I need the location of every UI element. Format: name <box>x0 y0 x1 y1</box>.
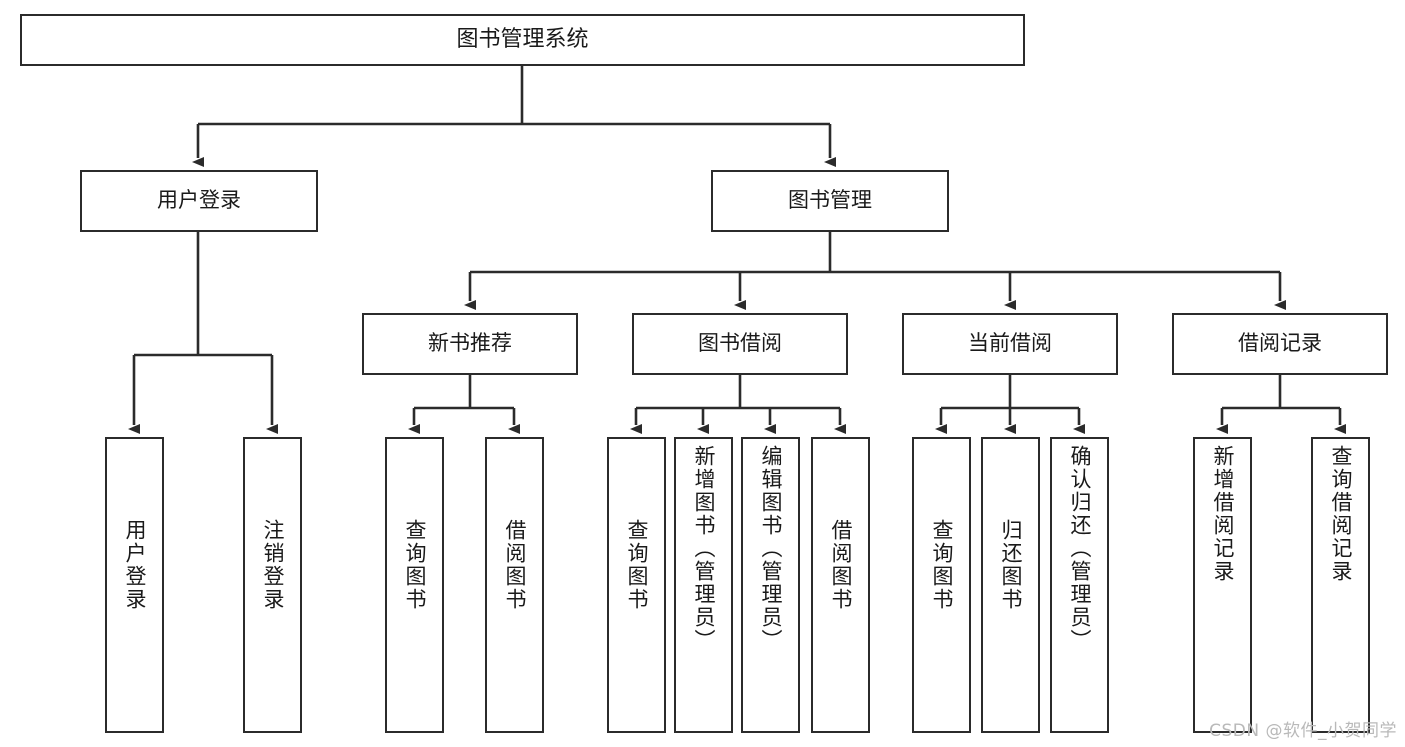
leaf-new-book-borrow-book[interactable]: 借阅图书 <box>485 437 544 733</box>
leaf-book-borrow-borrow-book[interactable]: 借阅图书 <box>811 437 870 733</box>
node-label: 借阅记录 <box>1238 331 1322 356</box>
leaf-borrow-record-query-record[interactable]: 查询借阅记录 <box>1311 437 1370 733</box>
leaf-book-borrow-query-book[interactable]: 查询图书 <box>607 437 666 733</box>
node-label: 用户登录 <box>123 519 147 611</box>
node-root-book-management-system[interactable]: 图书管理系统 <box>20 14 1025 66</box>
node-label: 图书管理 <box>788 188 872 213</box>
node-label: 新书推荐 <box>428 331 512 356</box>
node-label: 确认归还（管理员） <box>1068 445 1092 652</box>
leaf-book-borrow-add-book-admin[interactable]: 新增图书（管理员） <box>674 437 733 733</box>
leaf-new-book-query-book[interactable]: 查询图书 <box>385 437 444 733</box>
node-user-login[interactable]: 用户登录 <box>80 170 318 232</box>
node-label: 用户登录 <box>157 188 241 213</box>
leaf-book-borrow-edit-book-admin[interactable]: 编辑图书（管理员） <box>741 437 800 733</box>
leaf-current-borrow-query-book[interactable]: 查询图书 <box>912 437 971 733</box>
node-label: 借阅图书 <box>503 519 527 611</box>
node-label: 图书管理系统 <box>456 26 589 52</box>
watermark: CSDN @软件_小贺同学 <box>1209 721 1397 741</box>
node-book-borrow[interactable]: 图书借阅 <box>632 313 848 375</box>
node-label: 查询图书 <box>625 519 649 611</box>
node-current-borrow[interactable]: 当前借阅 <box>902 313 1118 375</box>
node-label: 图书借阅 <box>698 331 782 356</box>
node-label: 归还图书 <box>999 519 1023 611</box>
node-borrow-record[interactable]: 借阅记录 <box>1172 313 1388 375</box>
node-label: 编辑图书（管理员） <box>759 445 783 652</box>
leaf-borrow-record-add-record[interactable]: 新增借阅记录 <box>1193 437 1252 733</box>
node-book-management[interactable]: 图书管理 <box>711 170 949 232</box>
node-new-book-recommend[interactable]: 新书推荐 <box>362 313 578 375</box>
leaf-user-login-login[interactable]: 用户登录 <box>105 437 164 733</box>
leaf-current-borrow-return-book[interactable]: 归还图书 <box>981 437 1040 733</box>
node-label: 借阅图书 <box>829 519 853 611</box>
leaf-current-borrow-confirm-return-admin[interactable]: 确认归还（管理员） <box>1050 437 1109 733</box>
node-label: 查询图书 <box>403 519 427 611</box>
leaf-user-login-logout[interactable]: 注销登录 <box>243 437 302 733</box>
node-label: 注销登录 <box>261 519 285 611</box>
node-label: 新增借阅记录 <box>1211 445 1235 583</box>
node-label: 当前借阅 <box>968 331 1052 356</box>
node-label: 新增图书（管理员） <box>692 445 716 652</box>
node-label: 查询借阅记录 <box>1329 445 1353 583</box>
node-label: 查询图书 <box>930 519 954 611</box>
